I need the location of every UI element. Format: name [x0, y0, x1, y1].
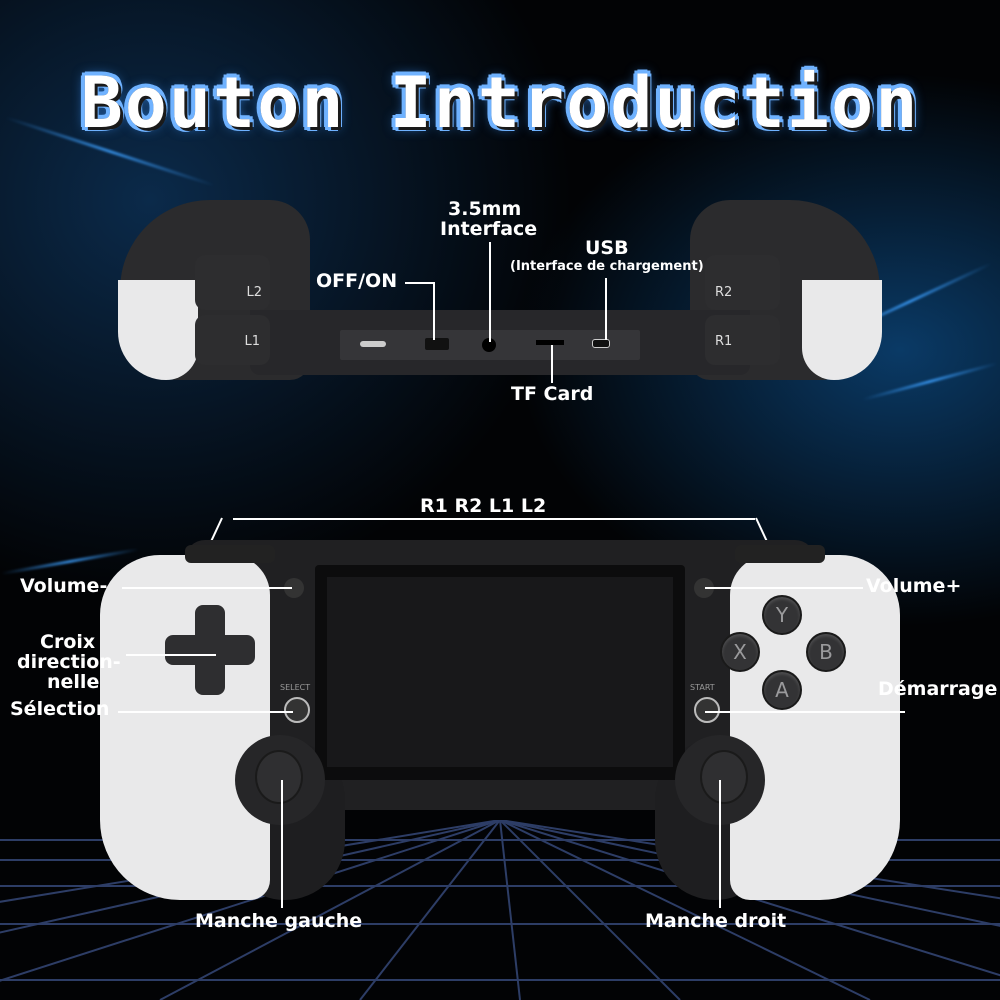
select-leader: [118, 711, 293, 713]
power-switch[interactable]: [425, 338, 449, 350]
speaker-grille: [360, 341, 386, 347]
volume-plus-label: Volume+: [866, 575, 962, 597]
usb-leader: [605, 278, 607, 340]
dpad-leader: [126, 654, 216, 656]
tf-leader: [551, 345, 553, 383]
y-button[interactable]: Y: [762, 595, 802, 635]
volume-minus-button[interactable]: [284, 578, 304, 598]
shoulder-bracket: [233, 518, 755, 520]
shoulder-buttons-label: R1 R2 L1 L2: [420, 495, 547, 517]
jack-label-2: Interface: [440, 218, 538, 240]
usb-label: USB: [585, 237, 629, 259]
start-label: Démarrage: [878, 678, 998, 700]
power-leader-v: [433, 282, 435, 340]
start-button[interactable]: [694, 697, 720, 723]
left-stick-leader: [281, 780, 283, 908]
right-shoulder-front[interactable]: [735, 545, 825, 563]
left-shoulder-front[interactable]: [185, 545, 275, 563]
l1-button[interactable]: L1: [195, 315, 270, 365]
screen-bezel: [315, 565, 685, 780]
right-grip-white: [802, 280, 882, 380]
start-leader: [705, 711, 905, 713]
left-stick-label: Manche gauche: [195, 910, 363, 932]
jack-leader: [489, 242, 491, 342]
tf-card-slot[interactable]: [536, 340, 564, 345]
usb-port[interactable]: [592, 339, 610, 348]
power-label: OFF/ON: [316, 270, 398, 292]
left-stick[interactable]: [255, 750, 303, 804]
screen[interactable]: [327, 577, 673, 767]
l2-button[interactable]: L2: [195, 255, 270, 310]
dpad-horizontal[interactable]: [165, 635, 255, 665]
dpad-label-1: Croix: [40, 631, 96, 653]
dpad-label-2: direction-: [17, 651, 121, 673]
right-stick[interactable]: [700, 750, 748, 804]
r2-button[interactable]: R2: [705, 255, 780, 310]
x-button[interactable]: X: [720, 632, 760, 672]
page-title: Bouton Introduction: [80, 62, 920, 144]
right-stick-leader: [719, 780, 721, 908]
r1-button[interactable]: R1: [705, 315, 780, 365]
select-print: SELECT: [280, 683, 311, 692]
left-stick-well: [235, 735, 325, 825]
usb-sub-label: (Interface de chargement): [510, 259, 704, 274]
start-print: START: [690, 683, 715, 692]
select-button[interactable]: [284, 697, 310, 723]
right-stick-label: Manche droit: [645, 910, 787, 932]
volume-minus-leader: [122, 587, 292, 589]
jack-label: 3.5mm: [448, 198, 522, 220]
tf-label: TF Card: [511, 383, 594, 405]
left-grip-white: [118, 280, 198, 380]
a-button[interactable]: A: [762, 670, 802, 710]
select-label: Sélection: [10, 698, 110, 720]
b-button[interactable]: B: [806, 632, 846, 672]
dpad-label-3: nelle: [47, 671, 100, 693]
power-leader-h: [405, 282, 435, 284]
volume-minus-label: Volume-: [20, 575, 108, 597]
right-grip: [730, 555, 900, 900]
volume-plus-button[interactable]: [694, 578, 714, 598]
left-grip: [100, 555, 270, 900]
audio-jack[interactable]: [482, 338, 496, 352]
volume-plus-leader: [705, 587, 863, 589]
